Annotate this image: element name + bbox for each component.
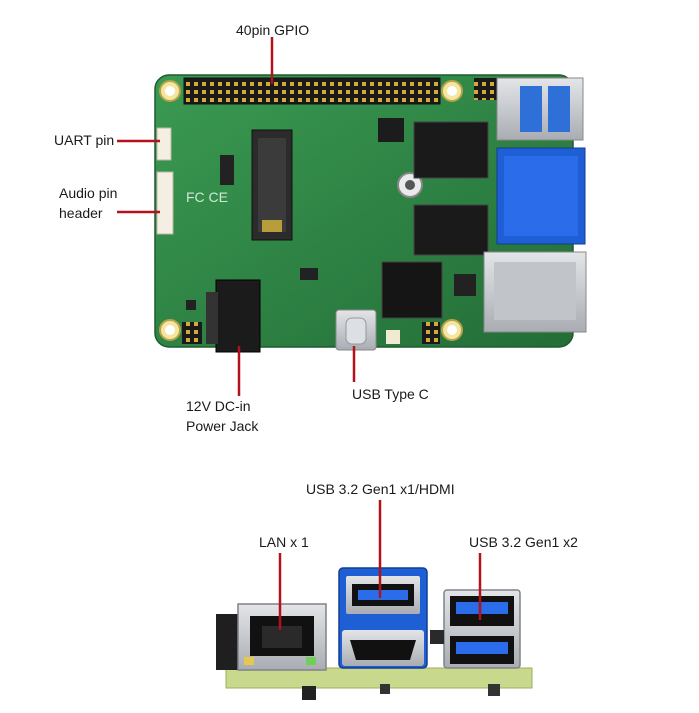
memory-chip-2 bbox=[413, 204, 489, 256]
usb-x2-side bbox=[430, 589, 521, 669]
small-header-right bbox=[474, 78, 498, 100]
usb-hdmi-side bbox=[338, 567, 428, 669]
gpio-label: 40pin GPIO bbox=[236, 22, 310, 38]
audio-connector bbox=[156, 171, 174, 235]
uart-label: UART pin bbox=[54, 132, 115, 148]
memory-chip-1 bbox=[413, 121, 489, 179]
soc-chip bbox=[381, 261, 443, 319]
side-view-board bbox=[216, 567, 533, 700]
svg-text:FC CE: FC CE bbox=[186, 189, 228, 205]
usb-hdmi-label: USB 3.2 Gen1 x1/HDMI bbox=[306, 481, 455, 497]
dc-jack bbox=[215, 279, 261, 353]
audio-label-line1: Audio pin bbox=[59, 185, 118, 201]
dc-jack-side bbox=[216, 614, 240, 670]
dcin-label: 12V DC-in Power Jack bbox=[186, 396, 258, 436]
gpio-header bbox=[183, 77, 441, 105]
dcin-label-line1: 12V DC-in bbox=[186, 398, 251, 414]
top-view-board: FC CE bbox=[154, 74, 587, 353]
lan-label: LAN x 1 bbox=[259, 534, 309, 550]
lan-port-side bbox=[237, 603, 327, 671]
audio-label-line2: header bbox=[59, 205, 103, 221]
callout-lines-top bbox=[117, 37, 356, 396]
usbc-label: USB Type C bbox=[352, 386, 429, 402]
callout-lines-side bbox=[278, 500, 482, 630]
chip bbox=[378, 118, 404, 142]
small-chip bbox=[454, 274, 476, 296]
mounting-holes bbox=[159, 80, 463, 341]
pcb-side bbox=[225, 667, 533, 689]
usb-x2-label: USB 3.2 Gen1 x2 bbox=[469, 534, 578, 550]
dcin-label-line2: Power Jack bbox=[186, 418, 259, 434]
audio-label: Audio pin header bbox=[59, 183, 117, 223]
uart-connector bbox=[156, 127, 172, 161]
